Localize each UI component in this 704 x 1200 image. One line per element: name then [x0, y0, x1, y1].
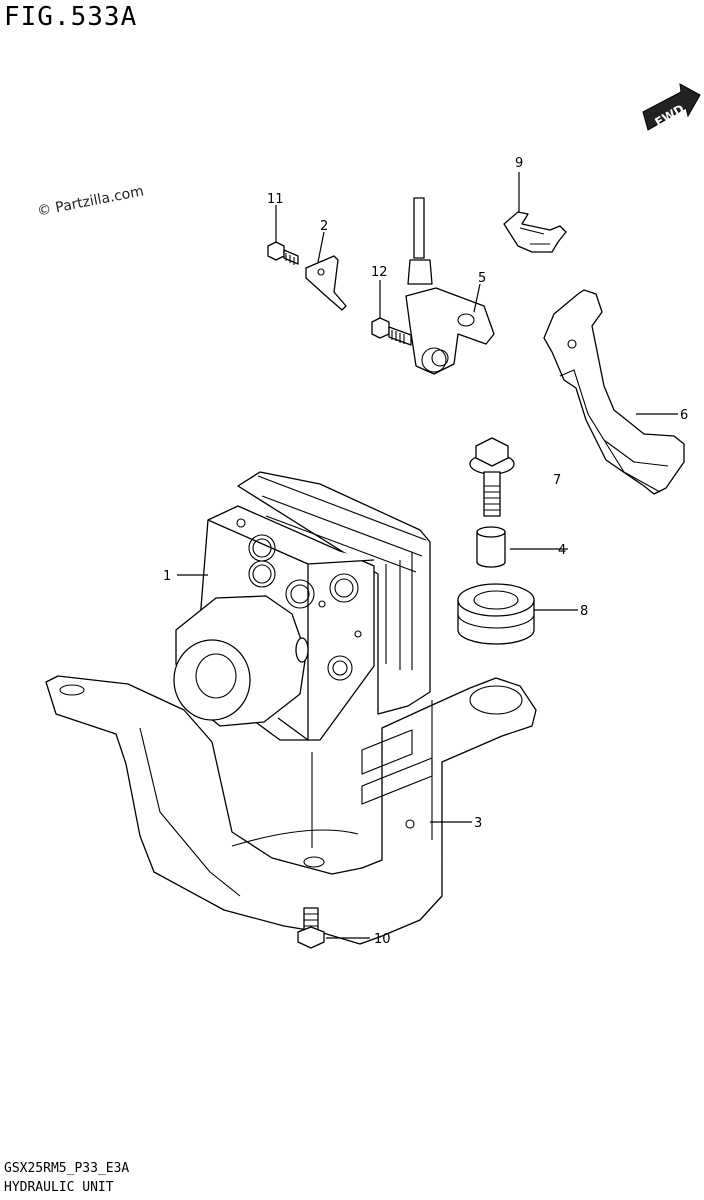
part-7-bolt	[469, 437, 515, 517]
part-2-bracket	[305, 255, 347, 311]
figure-title: FIG.533A	[4, 2, 138, 32]
figure-code: GSX25RM5_P33_E3A	[4, 1161, 130, 1176]
callout-2: 2	[320, 219, 328, 234]
callout-9: 9	[515, 156, 523, 171]
part-3-bracket	[45, 675, 537, 945]
leader-lines	[177, 172, 678, 939]
callout-5: 5	[478, 271, 486, 286]
part-10-bolt	[297, 907, 325, 949]
part-12-bolt	[371, 317, 412, 346]
callout-7: 7	[553, 473, 561, 488]
callout-4: 4	[558, 543, 566, 558]
part-4-collar	[476, 526, 506, 568]
callout-12: 12	[371, 265, 388, 280]
callout-1: 1	[163, 569, 171, 584]
callout-11: 11	[267, 192, 284, 207]
callout-10: 10	[374, 932, 391, 947]
part-5-sensor	[405, 197, 495, 375]
part-9-clamp	[503, 211, 567, 253]
callout-labels: 11 2 12 5 9 6 7 4 8 1 3 10	[163, 156, 688, 947]
part-1-hydraulic-unit	[173, 471, 431, 848]
part-8-grommet	[457, 583, 535, 645]
callout-8: 8	[580, 604, 588, 619]
part-11-bolt	[267, 241, 299, 265]
callout-3: 3	[474, 816, 482, 831]
part-6-bracket	[543, 289, 685, 495]
forward-arrow-icon: FWD	[642, 83, 701, 131]
figure-subtitle: HYDRAULIC UNIT	[4, 1180, 114, 1195]
callout-6: 6	[680, 408, 688, 423]
